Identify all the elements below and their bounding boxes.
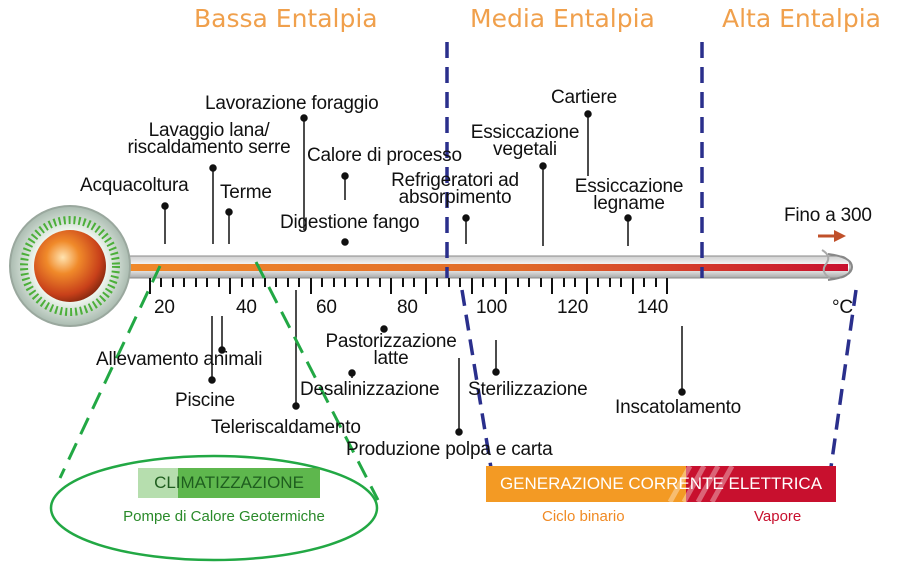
below-leaders	[208, 290, 686, 436]
generazione-band-red	[686, 466, 836, 502]
label-essiccazione-legname: Essiccazione legname	[566, 176, 692, 214]
label-lavaggio-line1: Lavaggio lana/	[148, 120, 270, 141]
unit-label: °C	[832, 297, 853, 318]
arrow-right-icon	[818, 230, 846, 242]
green-projection-right	[254, 261, 380, 501]
green-projection-left	[58, 265, 162, 479]
climatizzazione-ellipse	[49, 454, 379, 562]
tick-label-80: 80	[397, 297, 418, 318]
climatizzazione-title: CLIMATIZZAZIONE	[154, 473, 304, 492]
tick-label-140: 140	[637, 297, 669, 318]
label-legname-line1: Essiccazione	[574, 176, 684, 197]
tick-label-60: 60	[316, 297, 337, 318]
label-desalinizzazione: Desalinizzazione	[300, 379, 440, 400]
blue-projection-right	[828, 289, 858, 475]
label-produzione-polpa-carta: Produzione polpa e carta	[346, 439, 553, 460]
zone-media-entalpia: Media Entalpia	[470, 4, 655, 33]
label-teleriscaldamento: Teleriscaldamento	[211, 417, 361, 438]
max-temp-label: Fino a 300	[784, 205, 872, 226]
climatizzazione-subtitle: Pompe di Calore Geotermiche	[123, 508, 325, 525]
generazione-ciclo-binario: Ciclo binario	[542, 508, 625, 525]
generazione-title: GENERAZIONE CORRENTE ELETTRICA	[499, 474, 823, 493]
blue-projection-left	[460, 289, 494, 475]
scale-ticks	[149, 278, 668, 294]
tick-label-20: 20	[154, 297, 175, 318]
tick-label-100: 100	[476, 297, 508, 318]
label-vegetali-line1: Essiccazione	[470, 122, 580, 143]
generazione-band-stripes	[667, 464, 735, 504]
label-lavaggio: Lavaggio lana/ riscaldamento serre	[118, 120, 300, 158]
label-lavorazione-foraggio: Lavorazione foraggio	[205, 93, 379, 114]
label-pastorizzazione-line1: Pastorizzazione	[325, 331, 457, 352]
above-leaders	[161, 110, 632, 246]
tube-break-mark	[821, 249, 831, 279]
label-lavaggio-line2: riscaldamento serre	[127, 137, 291, 158]
label-sterilizzazione: Sterilizzazione	[468, 379, 588, 400]
label-legname-line2: legname	[593, 193, 665, 214]
label-pastorizzazione-latte: Pastorizzazione latte	[316, 331, 466, 369]
label-digestione-fango: Digestione fango	[280, 212, 420, 233]
zone-bassa-entalpia: Bassa Entalpia	[194, 4, 378, 33]
label-terme: Terme	[220, 182, 272, 203]
thermometer-mercury	[120, 264, 848, 271]
generazione-vapore: Vapore	[754, 508, 802, 525]
label-acquacoltura: Acquacoltura	[80, 175, 189, 196]
label-refrigeratori: Refrigeratori ad absorpimento	[380, 170, 530, 208]
tick-label-120: 120	[557, 297, 589, 318]
label-allevamento-animali: Allevamento animali	[96, 349, 263, 370]
label-inscatolamento: Inscatolamento	[615, 397, 742, 418]
label-vegetali-line2: vegetali	[493, 139, 557, 160]
label-piscine: Piscine	[175, 390, 235, 411]
label-cartiere: Cartiere	[551, 87, 617, 108]
label-refrigeratori-line2: absorpimento	[398, 187, 512, 208]
generazione-band-orange	[486, 466, 686, 502]
label-pastorizzazione-line2: latte	[373, 348, 409, 369]
tick-label-40: 40	[236, 297, 257, 318]
label-calore-processo: Calore di processo	[307, 145, 462, 166]
bulb-core	[34, 230, 106, 302]
tube-end-cap	[827, 253, 854, 281]
climatizzazione-band-fade	[138, 468, 178, 498]
label-essiccazione-vegetali: Essiccazione vegetali	[462, 122, 588, 160]
label-refrigeratori-line1: Refrigeratori ad	[391, 170, 519, 191]
bulb-green-ring	[20, 216, 120, 316]
zone-alta-entalpia: Alta Entalpia	[722, 4, 881, 33]
